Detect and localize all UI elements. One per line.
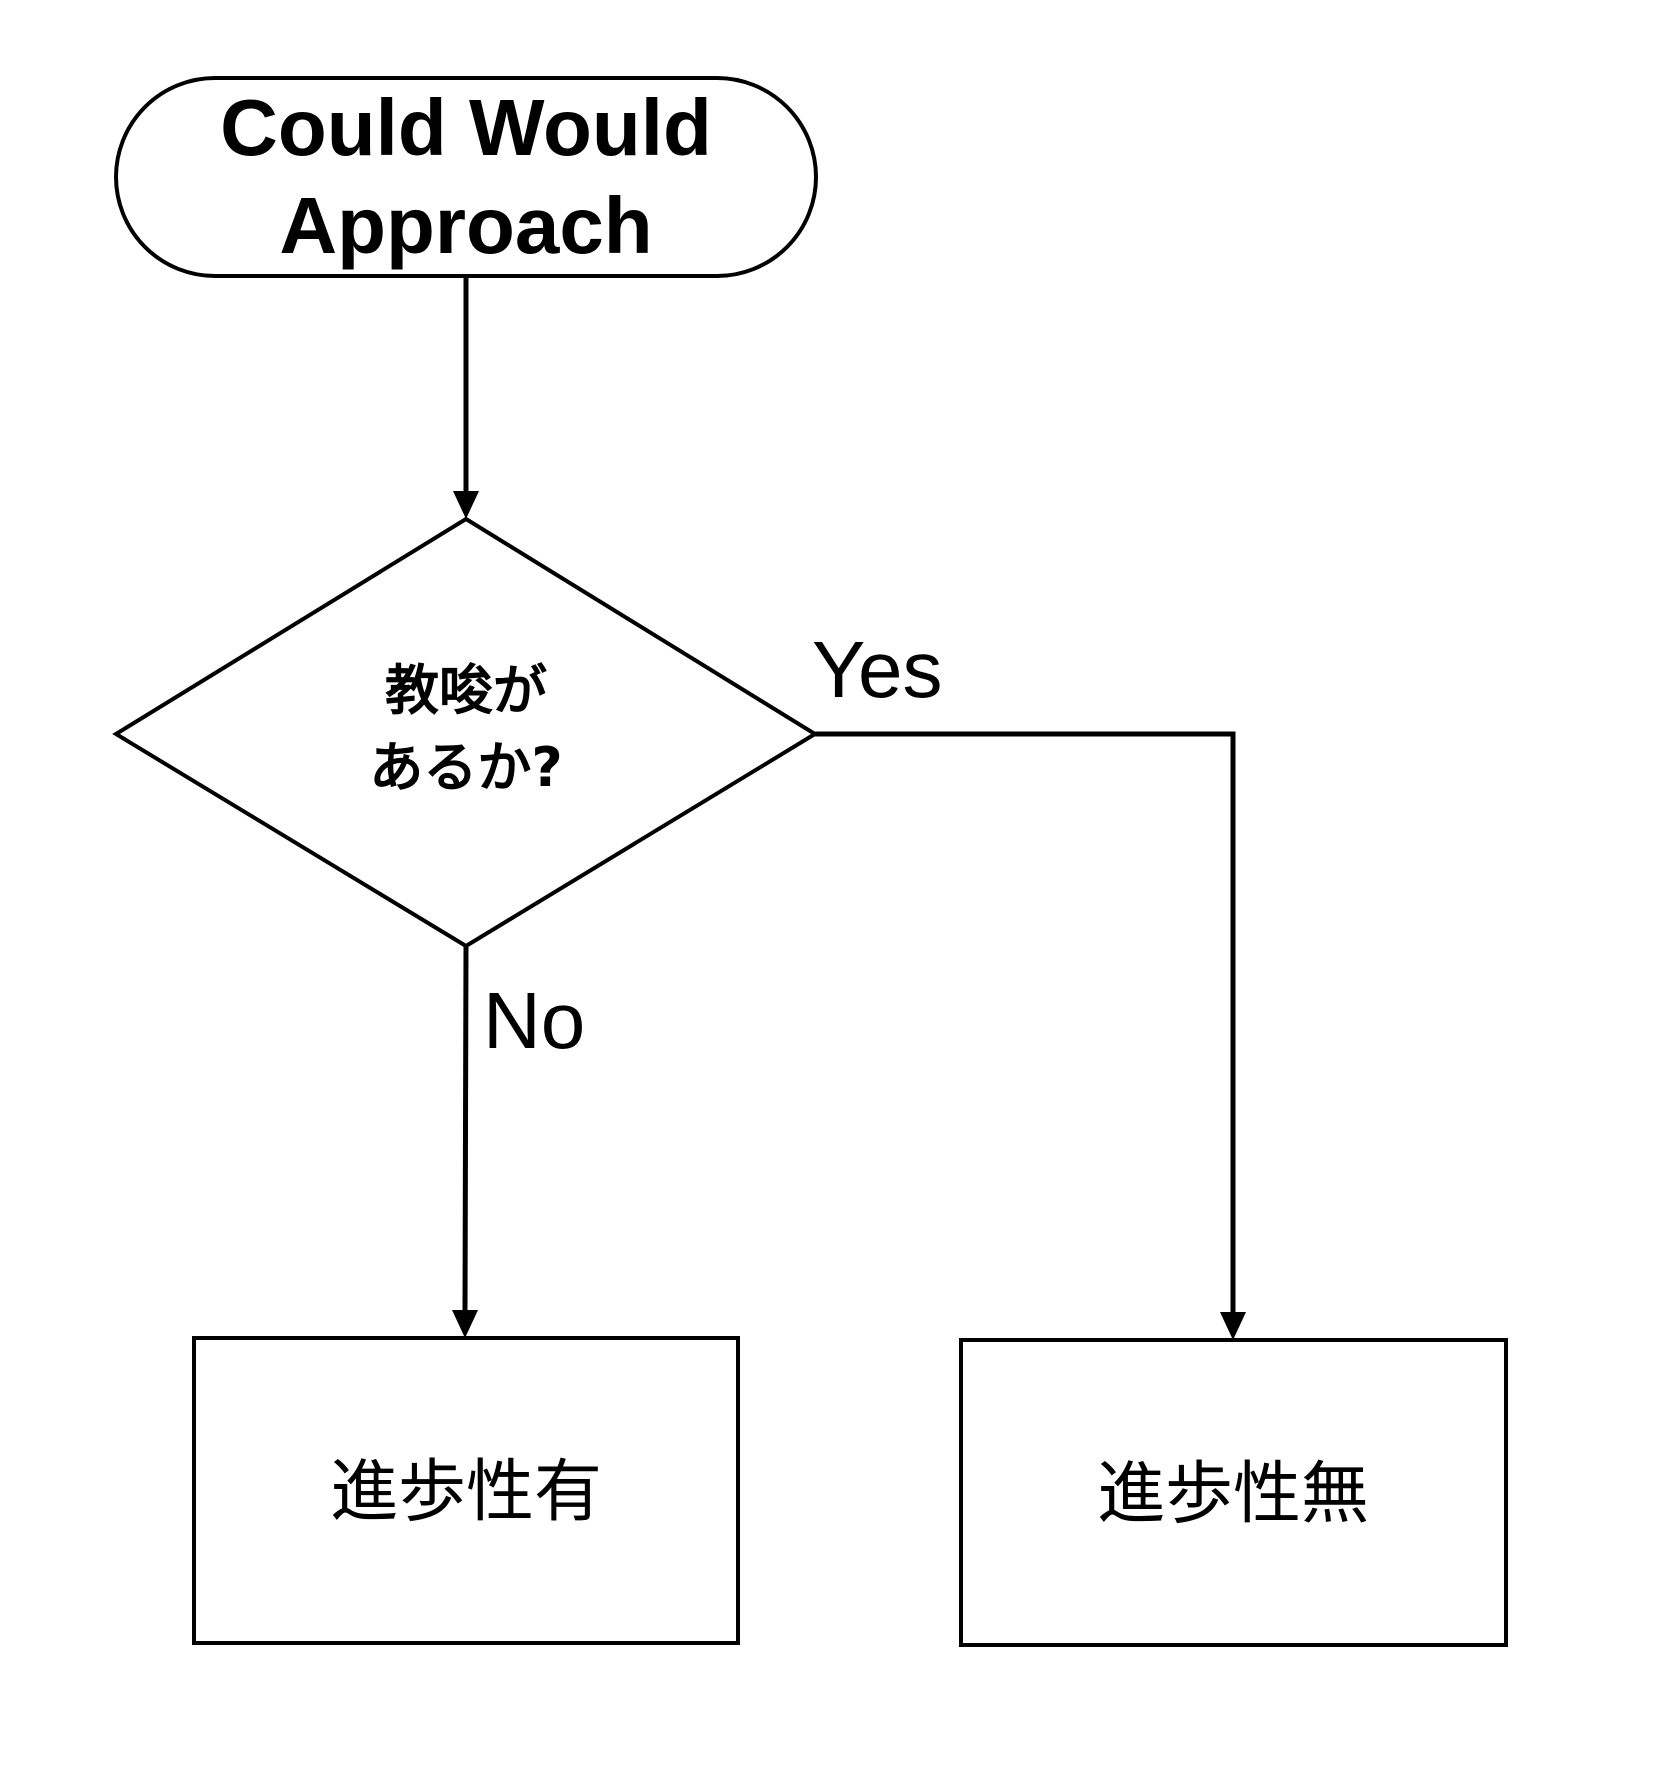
yes-label: Yes: [812, 625, 943, 714]
start-node: Could Would Approach: [114, 76, 818, 278]
decision-question-line-2: あるか?: [369, 736, 562, 799]
outcome-yes-text: 進歩性無: [1097, 1455, 1369, 1534]
outcome-yes-box: 進歩性無: [959, 1338, 1508, 1647]
outcome-no-box: 進歩性有: [192, 1336, 740, 1645]
decision-node: 教唆が あるか?: [112, 516, 819, 949]
start-node-line-2: Approach: [279, 181, 652, 270]
outcome-no-text: 進歩性有: [330, 1453, 602, 1532]
decision-question-line-1: 教唆が: [385, 659, 547, 722]
no-label: No: [483, 976, 585, 1065]
connector-yes-branch: [815, 731, 1246, 1340]
connector-no-branch: [452, 945, 478, 1338]
connector-start-to-decision: [453, 278, 479, 519]
start-node-line-1: Could Would: [220, 83, 712, 172]
